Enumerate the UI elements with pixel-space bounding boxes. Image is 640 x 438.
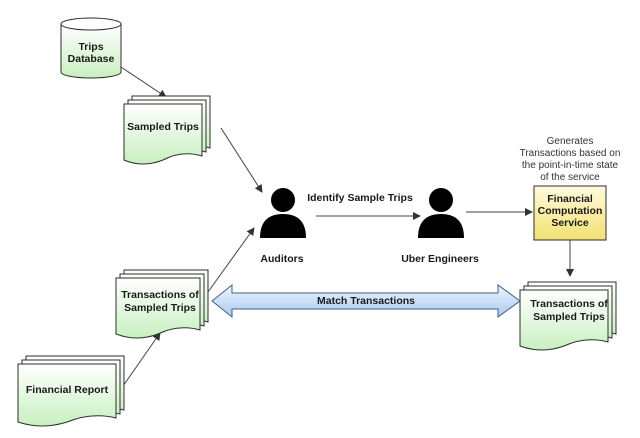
match-transactions-edge: Match Transactions — [211, 283, 521, 319]
identify-sample-trips-label: Identify Sample Trips — [307, 192, 413, 204]
generates-note-line1: Generates — [547, 136, 594, 147]
edge-sampled-to-auditors — [220, 127, 263, 193]
generates-note-line3: the point-in-time state — [522, 160, 619, 171]
database-icon — [60, 17, 122, 79]
transactions-right-label-line1: Transactions of — [530, 298, 608, 310]
generates-note-line4: of the service — [540, 172, 600, 183]
transactions-left-node: Transactions of Sampled Trips — [115, 269, 209, 339]
service-label-line2: Computation — [538, 205, 603, 217]
trips-database-label-line1: Trips — [78, 41, 103, 53]
service-label-line3: Service — [551, 217, 589, 229]
auditors-label: Auditors — [260, 253, 303, 265]
financial-computation-service-node: Financial Computation Service — [533, 185, 607, 241]
double-arrow-icon — [211, 283, 521, 319]
document-stack-icon — [115, 269, 209, 339]
financial-report-node: Financial Report — [17, 355, 125, 427]
service-box — [533, 185, 607, 241]
auditors-node: Auditors — [260, 188, 306, 265]
transactions-left-label-line2: Sampled Trips — [124, 302, 196, 314]
edge-report-to-transactions — [120, 332, 161, 390]
person-icon — [418, 188, 464, 238]
document-stack-icon — [17, 355, 125, 427]
transactions-right-node: Transactions of Sampled Trips — [519, 281, 617, 351]
trips-database-node: Trips Database — [60, 17, 122, 79]
document-stack-icon — [519, 281, 617, 351]
transactions-left-label-line1: Transactions of — [121, 289, 199, 301]
connectors — [120, 66, 574, 390]
edge-transactions-to-auditors — [207, 227, 255, 293]
edge-db-to-sampled — [120, 66, 167, 98]
transactions-right-label-line2: Sampled Trips — [533, 311, 605, 323]
generates-note-line2: Transactions based on — [520, 148, 621, 159]
person-icon — [260, 188, 306, 238]
uber-engineers-label: Uber Engineers — [401, 253, 479, 265]
uber-engineers-node: Uber Engineers — [401, 188, 479, 265]
service-label-line1: Financial — [547, 193, 593, 205]
trips-database-label-line2: Database — [68, 53, 115, 65]
match-transactions-label: Match Transactions — [317, 295, 415, 307]
financial-report-label: Financial Report — [26, 384, 109, 396]
sampled-trips-label: Sampled Trips — [127, 121, 199, 133]
sampled-trips-node: Sampled Trips — [123, 95, 211, 165]
generates-note: Generates Transactions based on the poin… — [520, 136, 621, 183]
document-stack-icon — [123, 95, 211, 165]
